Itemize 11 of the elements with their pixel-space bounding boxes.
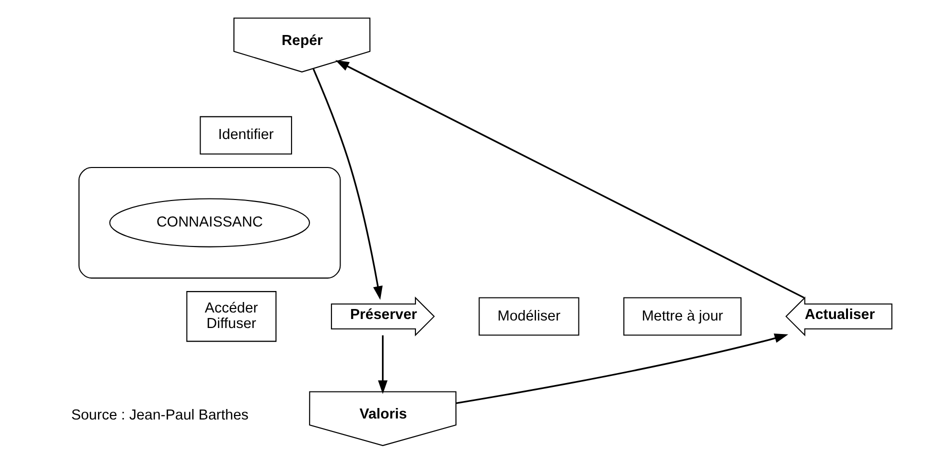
label: Source : Jean-Paul Barthes [70, 408, 248, 424]
cluster [78, 166, 340, 279]
arrow [312, 68, 382, 300]
arrow [377, 335, 388, 394]
node-box: Identifier [199, 116, 292, 155]
arrow [456, 334, 788, 404]
node-box: Modéliser [478, 297, 579, 336]
node-box: Mettre à jour [622, 297, 742, 336]
node-ellipse: CONNAISSANC [108, 198, 310, 248]
node-box: Accéder Diffuser [186, 291, 276, 342]
arrow [334, 60, 804, 298]
